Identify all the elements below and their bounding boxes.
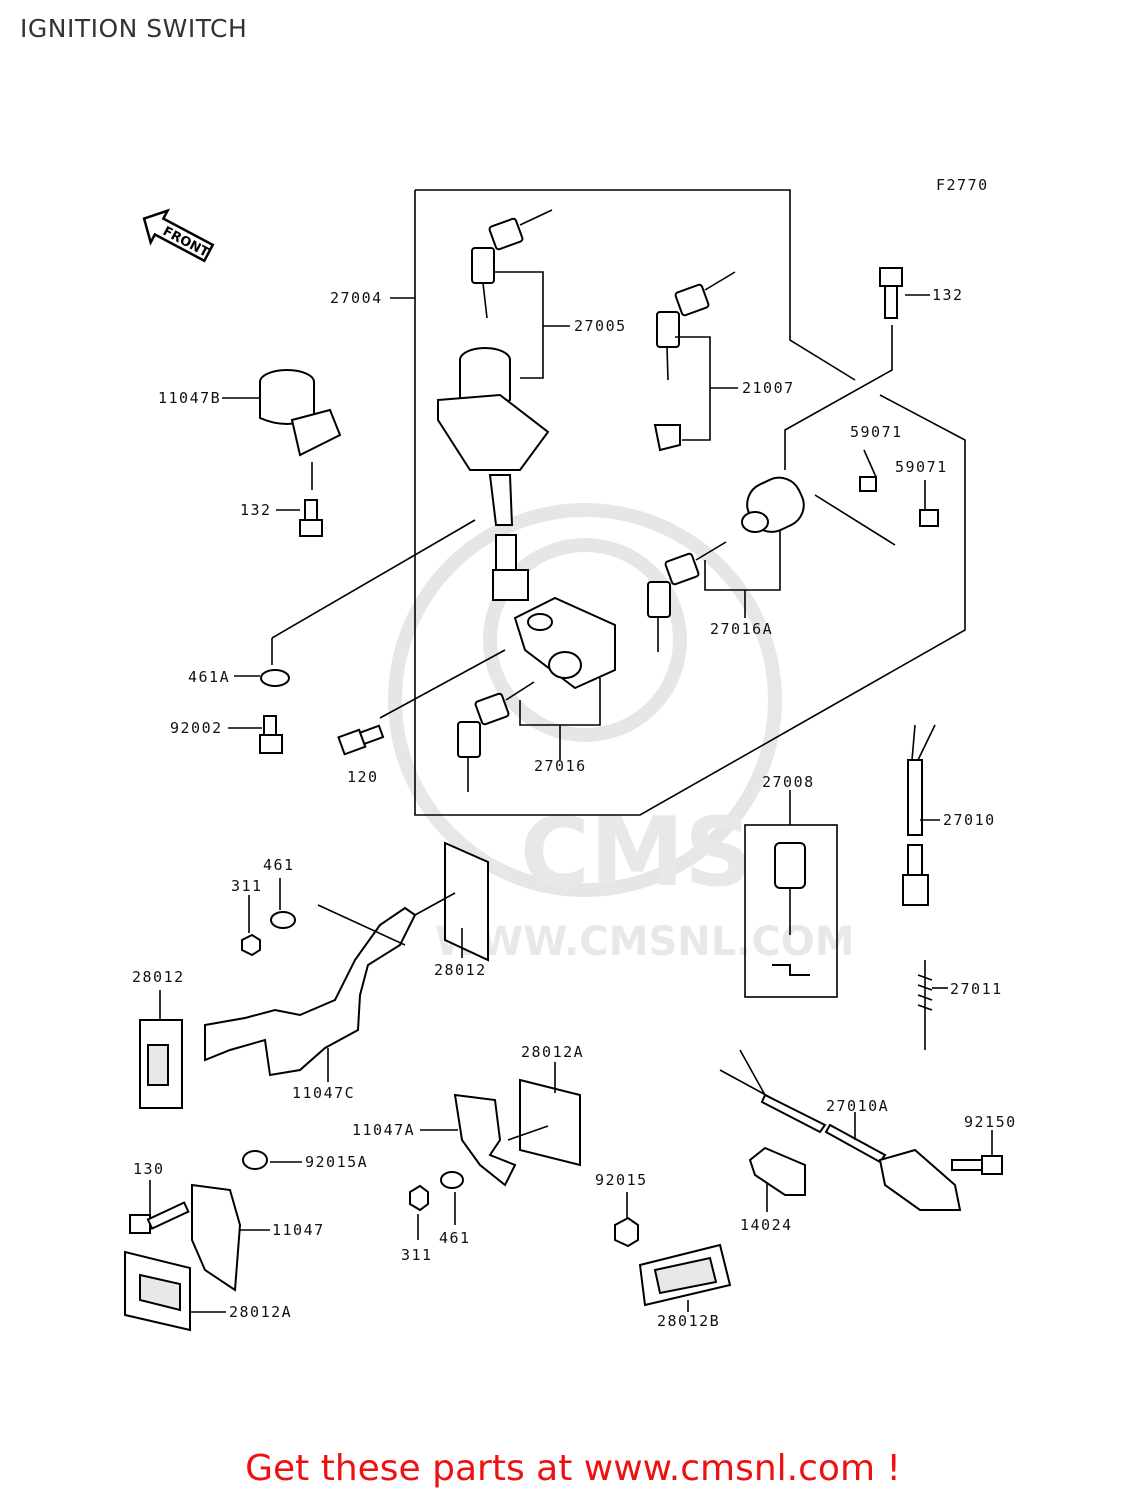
key-pair-27016A — [647, 541, 727, 652]
washer-461A — [260, 669, 290, 687]
washer-461-b — [440, 1171, 464, 1189]
label-28012-mid: 28012 — [434, 961, 487, 979]
label-130: 130 — [133, 1160, 165, 1178]
label-132-top: 132 — [932, 286, 964, 304]
label-132-left: 132 — [240, 501, 272, 519]
label-120: 120 — [347, 768, 379, 786]
bolt-92002 — [259, 715, 283, 754]
label-59071-a: 59071 — [850, 423, 903, 441]
bracket-14024 — [748, 1146, 806, 1196]
label-461-b: 461 — [439, 1229, 471, 1247]
label-27010A: 27010A — [826, 1097, 889, 1115]
front-arrow-icon: FRONT — [142, 208, 215, 263]
label-28012-left: 28012 — [132, 968, 185, 986]
key-pair-27005 — [471, 209, 553, 319]
label-27016A: 27016A — [710, 620, 773, 638]
label-27004: 27004 — [330, 289, 383, 307]
rubber-pad-28012A-mid — [507, 1078, 581, 1167]
label-461: 461 — [263, 856, 295, 874]
label-27005: 27005 — [574, 317, 627, 335]
master-key-27008 — [772, 842, 810, 976]
bracket-11047A — [453, 1093, 517, 1187]
reflector-28012A-bottom — [124, 1250, 191, 1332]
bolt-120 — [337, 724, 385, 756]
switch-27010A — [719, 1049, 962, 1211]
label-27016: 27016 — [534, 757, 587, 775]
label-92150: 92150 — [964, 1113, 1017, 1131]
label-92015: 92015 — [595, 1171, 648, 1189]
page-title: IGNITION SWITCH — [20, 14, 248, 43]
bolt-132-top — [879, 267, 903, 319]
reflector-28012B — [638, 1243, 732, 1307]
cms-watermark: CMS WWW.CMSNL.COM — [388, 503, 855, 965]
label-28012B: 28012B — [657, 1312, 720, 1330]
label-28012A-bottom: 28012A — [229, 1303, 292, 1321]
label-92002: 92002 — [170, 719, 223, 737]
washer-461 — [270, 911, 296, 929]
label-11047A: 11047A — [352, 1121, 415, 1139]
washer-92015A — [242, 1150, 268, 1170]
switch-27010 — [902, 724, 936, 906]
label-27011: 27011 — [950, 980, 1003, 998]
key-pair-27016 — [457, 681, 535, 792]
bolt-130 — [129, 1201, 190, 1234]
label-11047B: 11047B — [158, 389, 221, 407]
watermark-url: WWW.CMSNL.COM — [435, 919, 855, 965]
reflector-28012-left — [139, 1019, 183, 1109]
label-311: 311 — [231, 877, 263, 895]
bolt-92150 — [951, 1155, 1003, 1175]
label-461A: 461A — [188, 668, 230, 686]
label-14024: 14024 — [740, 1216, 793, 1234]
spring-27011 — [917, 960, 933, 1050]
bracket-11047C — [204, 906, 417, 1077]
diagram-code: F2770 — [936, 176, 989, 194]
cmsnl-promo-link[interactable]: Get these parts at www.cmsnl.com ! — [245, 1448, 901, 1489]
label-27010: 27010 — [943, 811, 996, 829]
label-59071-b: 59071 — [895, 458, 948, 476]
ignition-switch-body — [437, 347, 550, 601]
label-21007: 21007 — [742, 379, 795, 397]
bracket-11047B — [259, 369, 342, 457]
label-28012A-mid: 28012A — [521, 1043, 584, 1061]
nut-311-b — [409, 1184, 429, 1212]
label-11047C: 11047C — [292, 1084, 355, 1102]
label-27008: 27008 — [762, 773, 815, 791]
nut-311 — [241, 933, 261, 957]
nut-92015 — [614, 1216, 639, 1248]
rubber-pad-28012-mid — [414, 841, 489, 962]
bolt-132-left — [299, 499, 323, 537]
label-11047: 11047 — [272, 1221, 325, 1239]
label-92015A: 92015A — [305, 1153, 368, 1171]
key-pair-21007 — [653, 271, 736, 452]
bracket-11047 — [191, 1183, 242, 1292]
helmet-lock-27016 — [513, 596, 616, 690]
watermark-brand: CMS — [520, 798, 753, 908]
label-311-b: 311 — [401, 1246, 433, 1264]
seat-lock-27016A — [741, 476, 939, 546]
